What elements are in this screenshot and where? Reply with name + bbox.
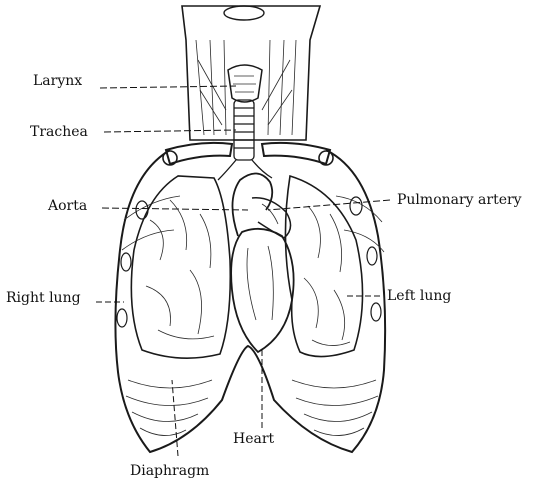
neck [182, 6, 320, 140]
aorta-label: Aorta [48, 198, 87, 214]
pulmonary-artery-label: Pulmonary artery [397, 192, 522, 208]
left-lung-label: Left lung [387, 288, 451, 304]
leader-lines [96, 86, 390, 456]
left-lung-shape [285, 176, 362, 357]
trachea-label: Trachea [30, 124, 88, 140]
larynx-label: Larynx [33, 73, 82, 89]
heart-label: Heart [233, 431, 274, 447]
larynx-structure [228, 65, 262, 102]
rib-cage [115, 150, 385, 452]
right-lung-label: Right lung [6, 290, 81, 306]
heart-shape [231, 229, 294, 352]
clavicles [163, 143, 333, 165]
diaphragm-label: Diaphragm [130, 463, 209, 479]
